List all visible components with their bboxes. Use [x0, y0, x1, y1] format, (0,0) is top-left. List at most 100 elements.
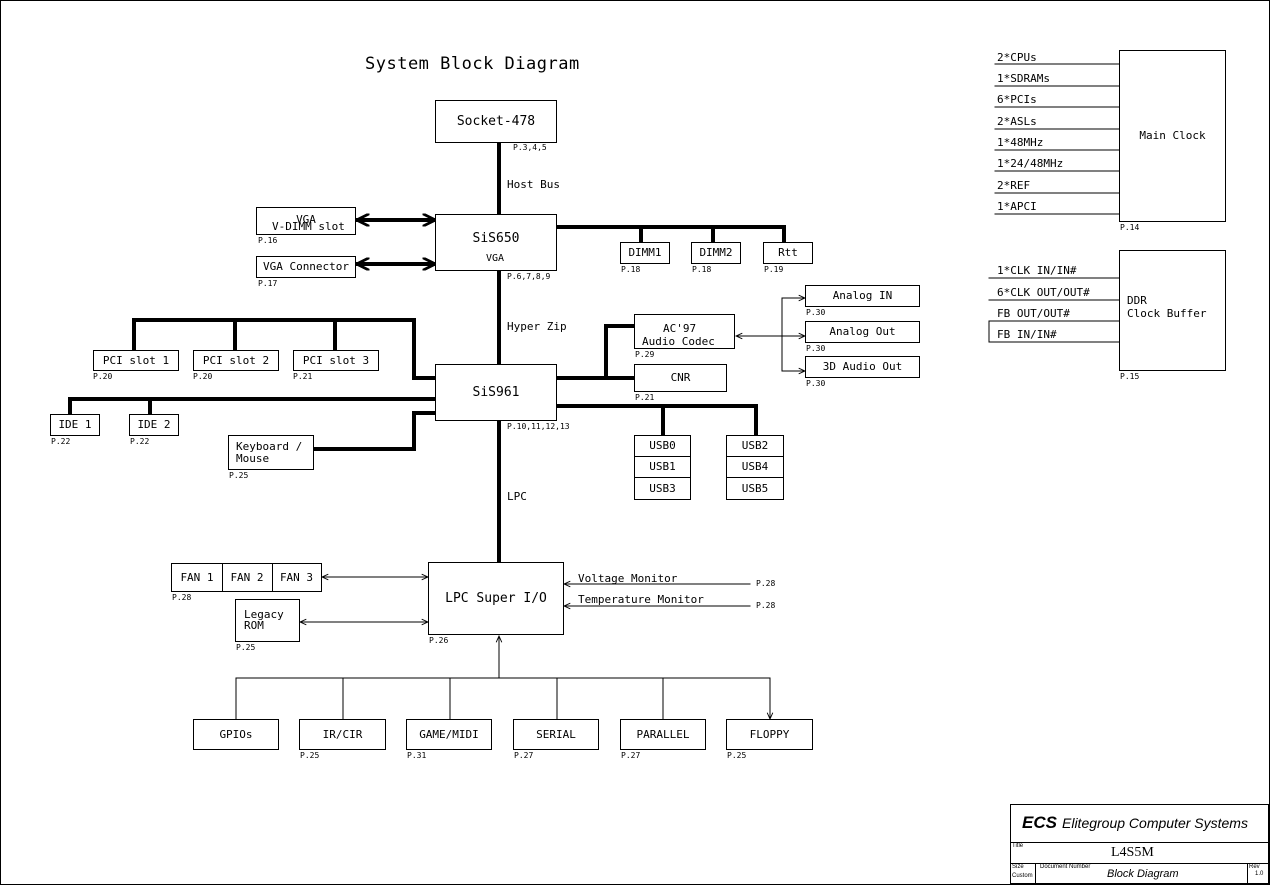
vdimm-line1: VGA [296, 213, 316, 226]
buffer-signal: FB OUT/OUT# [997, 307, 1070, 320]
parallel-page-ref: P.27 [621, 751, 641, 760]
serial-box: SERIAL [513, 719, 599, 750]
ac97-page-ref: P.29 [635, 350, 655, 359]
game-midi-box: GAME/MIDI [406, 719, 492, 750]
ac97-codec-box: AC'97 Audio Codec [634, 314, 735, 349]
clock-signal: 1*APCI [997, 200, 1037, 213]
dimm2-box: DIMM2 [691, 242, 741, 264]
analog-out-label: Analog Out [829, 325, 896, 338]
voltage-monitor-page-ref: P.28 [756, 579, 776, 588]
divider [1035, 863, 1036, 883]
lpc-label: LPC [507, 490, 527, 503]
northbridge-sub: VGA [485, 253, 505, 264]
pci-slot-2-label: PCI slot 2 [202, 353, 270, 367]
clock-buffer-line2: Clock Buffer [1127, 307, 1207, 320]
document-title: Block Diagram [1107, 868, 1179, 880]
buffer-signal: FB IN/IN# [997, 328, 1057, 341]
analog-out-box: Analog Out [805, 321, 920, 343]
keyboard-line2: Mouse [236, 452, 270, 465]
ir-cir-page-ref: P.25 [300, 751, 320, 760]
game-midi-label: GAME/MIDI [419, 727, 479, 741]
clock-buffer-box: DDR Clock Buffer [1119, 250, 1226, 371]
northbridge-box: SiS650 VGA [435, 214, 557, 271]
floppy-page-ref: P.25 [727, 751, 747, 760]
ir-cir-label: IR/CIR [322, 727, 363, 741]
southbridge-box: SiS961 [435, 364, 557, 421]
audio-3d-out-page-ref: P.30 [806, 379, 826, 388]
vga-connector-label: VGA Connector [262, 260, 350, 273]
clock-buffer-page-ref: P.15 [1120, 372, 1140, 381]
rtt-page-ref: P.19 [764, 265, 784, 274]
audio-3d-out-label: 3D Audio Out [822, 360, 903, 373]
fan-2: FAN 2 [222, 564, 273, 591]
pci-slot-1-page-ref: P.20 [93, 372, 113, 381]
voltage-monitor-label: Voltage Monitor [578, 572, 678, 585]
vdimm-slot-box: VGA V-DIMM slot [256, 207, 356, 235]
buffer-signal: 1*CLK IN/IN# [997, 264, 1077, 277]
fans-page-ref: P.28 [172, 593, 192, 602]
ide-1-page-ref: P.22 [51, 437, 71, 446]
floppy-box: FLOPPY [726, 719, 813, 750]
ir-cir-box: IR/CIR [299, 719, 386, 750]
size-value: Custom [1012, 873, 1033, 879]
clock-signal: 2*ASLs [997, 115, 1037, 128]
clock-buffer-signal-lines [988, 277, 1120, 343]
main-clock-signal-lines [994, 63, 1120, 215]
legacy-rom-page-ref: P.25 [236, 643, 256, 652]
keyboard-line1: Keyboard / [236, 440, 303, 453]
usb-group-a: USB0 USB1 USB3 [634, 435, 691, 500]
vga-connector-box: VGA Connector [256, 256, 356, 278]
clock-signal: 1*SDRAMs [997, 72, 1050, 85]
temperature-monitor-label: Temperature Monitor [578, 593, 704, 606]
cpu-socket-label: Socket-478 [456, 113, 536, 129]
clock-buffer-line1: DDR [1127, 294, 1147, 307]
vdimm-line2: V-DIMM slot [272, 220, 345, 233]
super-io-label: LPC Super I/O [445, 590, 547, 606]
pci-slot-1-box: PCI slot 1 [93, 350, 179, 371]
host-bus-label: Host Bus [507, 178, 560, 191]
ac97-line1: AC'97 [663, 322, 697, 335]
usb-port: USB5 [741, 481, 769, 495]
audio-3d-out-box: 3D Audio Out [805, 356, 920, 378]
pci-slot-3-box: PCI slot 3 [293, 350, 379, 371]
buffer-signal: 6*CLK OUT/OUT# [997, 286, 1090, 299]
vga-connector-page-ref: P.17 [258, 279, 278, 288]
usb-port: USB4 [727, 457, 783, 478]
keyboard-bus-line [312, 411, 438, 451]
keyboard-page-ref: P.25 [229, 471, 249, 480]
pci-slot-3-page-ref: P.21 [293, 372, 313, 381]
cnr-box: CNR [634, 364, 727, 392]
dimm2-label: DIMM2 [699, 246, 733, 259]
main-clock-label: Main Clock [1139, 129, 1206, 142]
keyboard-mouse-box: Keyboard / Mouse [228, 435, 314, 470]
dimm1-page-ref: P.18 [621, 265, 641, 274]
cpu-page-ref: P.3,4,5 [513, 143, 547, 152]
gpios-box: GPIOs [193, 719, 279, 750]
dimm1-box: DIMM1 [620, 242, 670, 264]
rev-value: 1.0 [1255, 871, 1264, 877]
southbridge-label: SiS961 [472, 384, 520, 400]
game-midi-page-ref: P.31 [407, 751, 427, 760]
floppy-label: FLOPPY [749, 727, 790, 741]
hyper-zip-label: Hyper Zip [507, 320, 567, 333]
fan-1: FAN 1 [172, 564, 223, 591]
cpu-socket-box: Socket-478 [435, 100, 557, 143]
company-row: ECS Elitegroup Computer Systems [1011, 805, 1268, 843]
dimm2-page-ref: P.18 [692, 265, 712, 274]
company-name: Elitegroup Computer Systems [1062, 815, 1248, 831]
diagram-title: System Block Diagram [365, 54, 580, 74]
clock-signal: 1*24/48MHz [997, 157, 1064, 170]
analog-in-label: Analog IN [832, 289, 893, 302]
legacy-rom-box: Legacy ROM [235, 599, 300, 642]
rtt-box: Rtt [763, 242, 813, 264]
usb-port: USB1 [635, 457, 690, 478]
serial-page-ref: P.27 [514, 751, 534, 760]
cnr-page-ref: P.21 [635, 393, 655, 402]
serial-label: SERIAL [536, 727, 576, 741]
size-label: Size [1012, 864, 1024, 870]
ide-2-label: IDE 2 [137, 418, 171, 431]
fan-3: FAN 3 [279, 570, 314, 584]
document-row: Size Custom Document Number Block Diagra… [1011, 863, 1268, 883]
usb-bus-line [554, 404, 758, 437]
rev-label: Rev [1249, 864, 1260, 870]
